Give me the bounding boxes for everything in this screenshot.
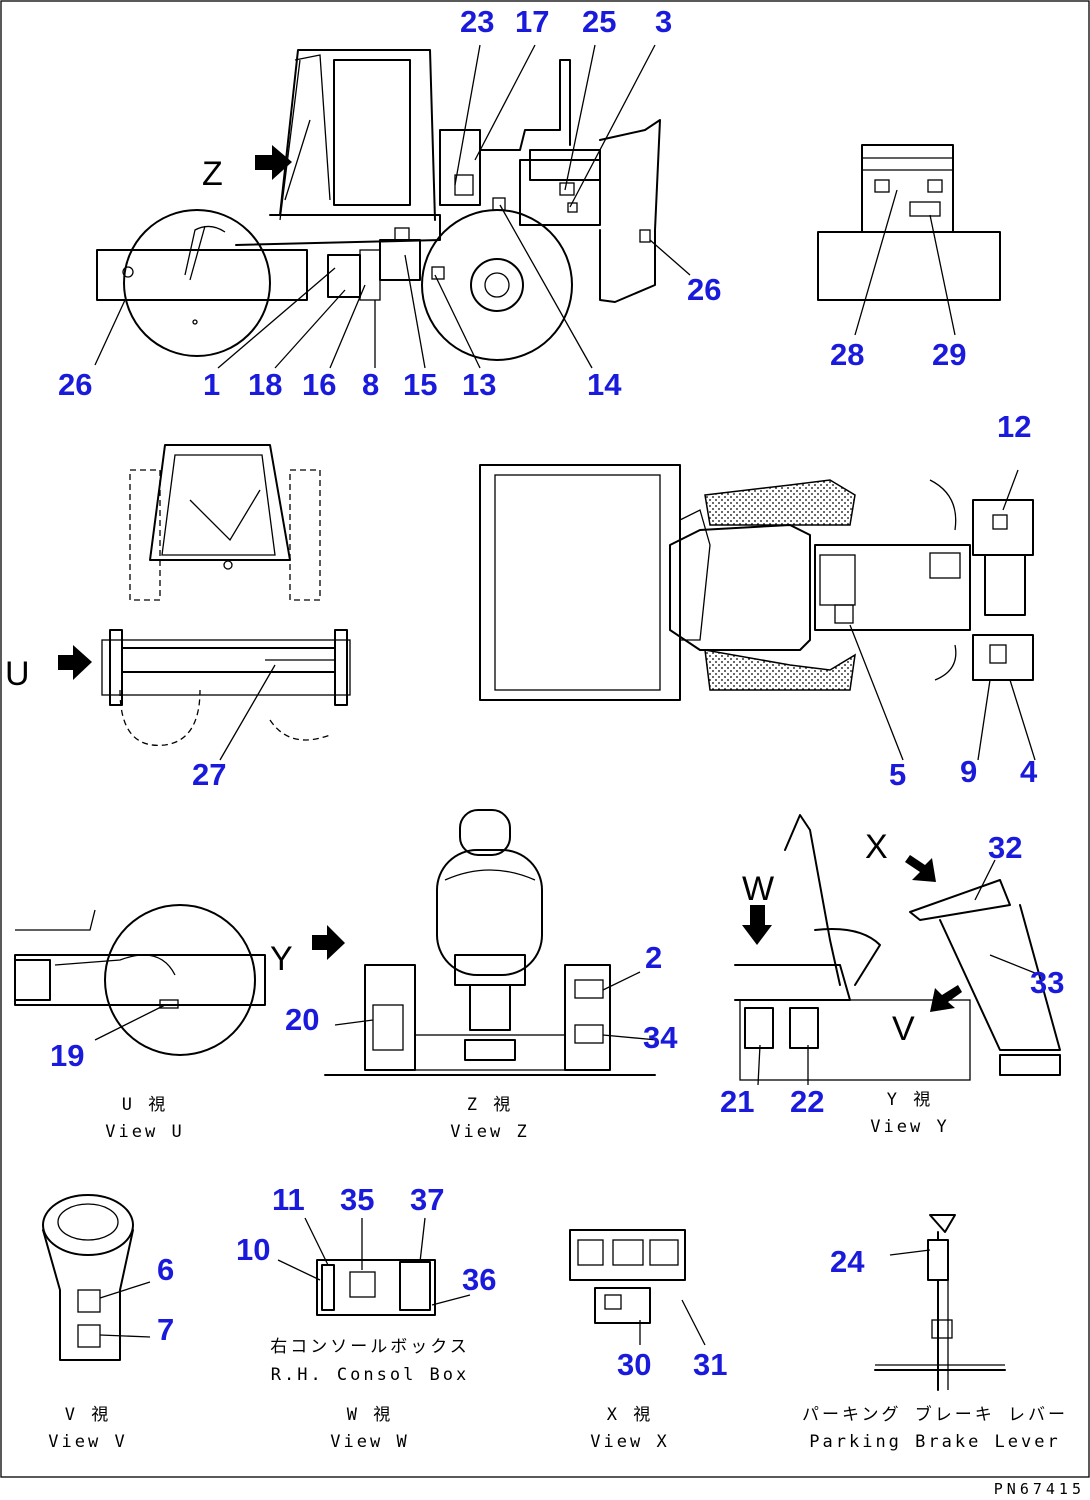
callout-1: 1 — [203, 367, 220, 402]
view-x-display — [569, 1229, 706, 1346]
view-u-drum — [14, 904, 266, 1056]
arrow-w — [742, 905, 772, 945]
view-letter-y: Y — [270, 940, 293, 978]
caption-view-z-en: View Z — [450, 1122, 529, 1142]
callout-13: 13 — [462, 367, 496, 402]
callout-33: 33 — [1030, 965, 1064, 1000]
callout-2: 2 — [645, 940, 662, 975]
callout-21: 21 — [720, 1084, 754, 1119]
side-view — [96, 49, 661, 361]
arrow-v — [930, 985, 962, 1012]
callout-7: 7 — [157, 1312, 174, 1347]
view-w-console — [277, 1217, 471, 1316]
caption-view-y-en: View Y — [870, 1117, 949, 1137]
caption-view-x-en: View X — [590, 1432, 669, 1452]
callout-11: 11 — [272, 1182, 305, 1217]
callout-5: 5 — [889, 757, 906, 792]
caption-view-w-en: View W — [330, 1432, 409, 1452]
side-view-leaders — [94, 44, 691, 369]
callout-26b: 26 — [687, 272, 721, 307]
drawing-number: PN67415 — [994, 1480, 1085, 1498]
view-v-lever — [42, 1194, 151, 1361]
callout-27: 27 — [192, 757, 226, 792]
view-letter-u: U — [5, 655, 30, 693]
view-letter-z: Z — [202, 155, 223, 193]
callout-10: 10 — [236, 1232, 270, 1267]
callout-22: 22 — [790, 1084, 824, 1119]
view-captions: U 視 View U Z 視 View Z Y 視 View Y V 視 Vie… — [48, 1090, 1085, 1498]
callout-35: 35 — [340, 1182, 374, 1217]
callout-15: 15 — [403, 367, 437, 402]
caption-console-en: R.H. Consol Box — [271, 1365, 470, 1385]
caption-console-jp: 右コンソールボックス — [270, 1337, 470, 1357]
callout-30: 30 — [617, 1347, 651, 1382]
view-letter-v: V — [892, 1010, 915, 1048]
view-z-seat — [324, 809, 658, 1076]
callout-23: 23 — [460, 4, 494, 39]
callout-32: 32 — [988, 830, 1022, 865]
caption-view-w-jp: W 視 — [347, 1405, 393, 1425]
callout-29: 29 — [932, 337, 966, 372]
arrow-x — [905, 855, 936, 882]
callout-20: 20 — [285, 1002, 319, 1037]
caption-view-u-jp: U 視 — [122, 1095, 168, 1115]
callout-8: 8 — [362, 367, 379, 402]
caption-view-v-jp: V 視 — [65, 1405, 111, 1425]
caption-view-x-jp: X 視 — [607, 1405, 653, 1425]
view-y-seat — [734, 814, 1061, 1086]
callout-36: 36 — [462, 1262, 496, 1297]
callout-24: 24 — [830, 1244, 865, 1279]
callout-3: 3 — [655, 4, 672, 39]
arrow-z — [255, 145, 292, 180]
view-letters: Z U Y W X V — [5, 155, 915, 1048]
callout-6: 6 — [157, 1252, 174, 1287]
callout-12: 12 — [997, 409, 1031, 444]
arrow-y — [312, 925, 345, 960]
callout-34: 34 — [643, 1020, 678, 1055]
callout-4: 4 — [1020, 754, 1038, 789]
callout-25: 25 — [582, 4, 616, 39]
arrow-u — [58, 645, 92, 680]
callout-19: 19 — [50, 1038, 84, 1073]
callout-14: 14 — [587, 367, 622, 402]
view-u-drawing — [101, 444, 351, 761]
callout-labels: 23 17 25 3 26 26 1 18 16 8 15 13 14 28 2… — [50, 4, 1064, 1382]
callout-26a: 26 — [58, 367, 92, 402]
rear-plate-view — [817, 144, 1001, 336]
callout-18: 18 — [248, 367, 282, 402]
caption-view-u-en: View U — [105, 1122, 184, 1142]
top-view-drawing — [479, 464, 1036, 761]
callout-28: 28 — [830, 337, 864, 372]
caption-parking-jp: パーキング ブレーキ レバー — [802, 1404, 1068, 1425]
caption-view-v-en: View V — [48, 1432, 127, 1452]
callout-9: 9 — [960, 754, 977, 789]
caption-view-y-jp: Y 視 — [887, 1090, 933, 1110]
parking-brake-drawing — [874, 1214, 1006, 1391]
caption-view-z-jp: Z 視 — [467, 1095, 513, 1115]
view-letter-x: X — [865, 828, 888, 866]
caption-parking-en: Parking Brake Lever — [809, 1432, 1060, 1452]
view-letter-w: W — [742, 870, 774, 908]
callout-31: 31 — [693, 1347, 727, 1382]
callout-37: 37 — [410, 1182, 444, 1217]
callout-16: 16 — [302, 367, 336, 402]
callout-17: 17 — [515, 4, 549, 39]
